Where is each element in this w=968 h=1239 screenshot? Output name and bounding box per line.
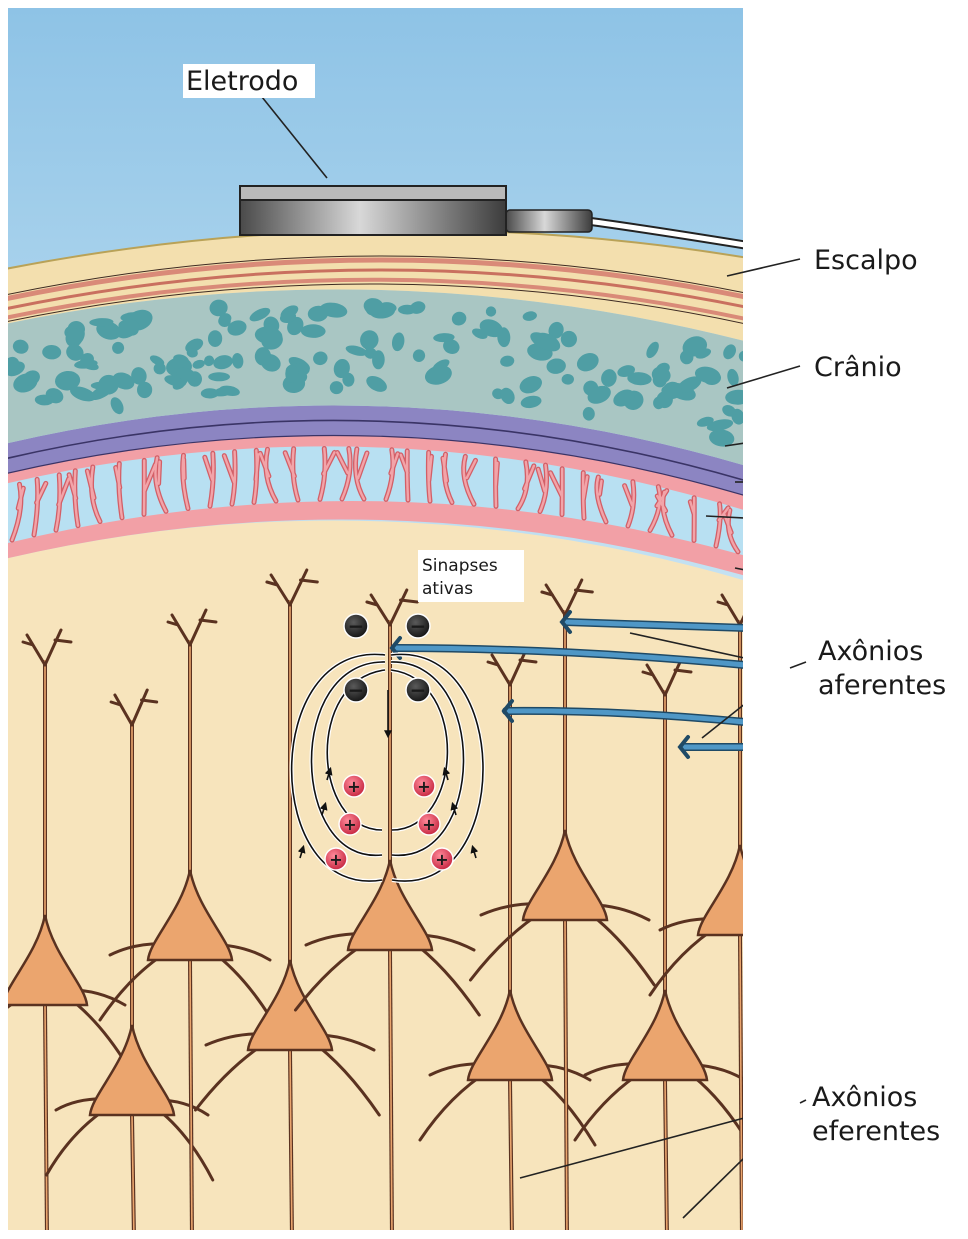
svg-text:−: −: [410, 614, 427, 638]
positive-charge: +: [413, 775, 435, 797]
skull-label: Crânio: [814, 352, 902, 383]
active-synapses-label: Sinapses ativas: [418, 550, 524, 602]
cross-section-panel: − − − − + + + + + +: [0, 8, 825, 1239]
efferent-axons-label: Axônios eferentes: [812, 1082, 940, 1147]
negative-charge: −: [406, 678, 430, 702]
electrode-top: [240, 186, 506, 200]
scalp-label: Escalpo: [814, 245, 918, 276]
svg-text:Eletrodo: Eletrodo: [186, 66, 298, 97]
svg-text:eferentes: eferentes: [812, 1116, 940, 1147]
electrode-label: Eletrodo: [183, 64, 315, 98]
positive-charge: +: [325, 848, 347, 870]
svg-text:−: −: [410, 678, 427, 702]
svg-text:+: +: [417, 777, 430, 796]
svg-text:−: −: [348, 614, 365, 638]
svg-text:+: +: [343, 815, 356, 834]
svg-text:ativas: ativas: [422, 579, 473, 599]
svg-text:aferentes: aferentes: [818, 670, 946, 701]
positive-charge: +: [431, 848, 453, 870]
svg-text:Axônios: Axônios: [818, 636, 923, 667]
svg-text:Axônios: Axônios: [812, 1082, 917, 1113]
skull-granule: [208, 372, 230, 381]
skull-granule: [208, 330, 222, 347]
svg-text:+: +: [347, 777, 360, 796]
electrode-disc: [240, 198, 506, 235]
svg-text:−: −: [348, 678, 365, 702]
electrode-connector: [506, 210, 592, 232]
svg-text:Sinapses: Sinapses: [422, 556, 498, 576]
positive-charge: +: [339, 813, 361, 835]
svg-text:+: +: [435, 850, 448, 869]
negative-charge: −: [344, 678, 368, 702]
afferent-axons-label: Axônios aferentes: [818, 636, 946, 701]
negative-charge: −: [344, 614, 368, 638]
negative-charge: −: [406, 614, 430, 638]
positive-charge: +: [343, 775, 365, 797]
svg-text:+: +: [329, 850, 342, 869]
positive-charge: +: [418, 813, 440, 835]
svg-text:+: +: [422, 815, 435, 834]
